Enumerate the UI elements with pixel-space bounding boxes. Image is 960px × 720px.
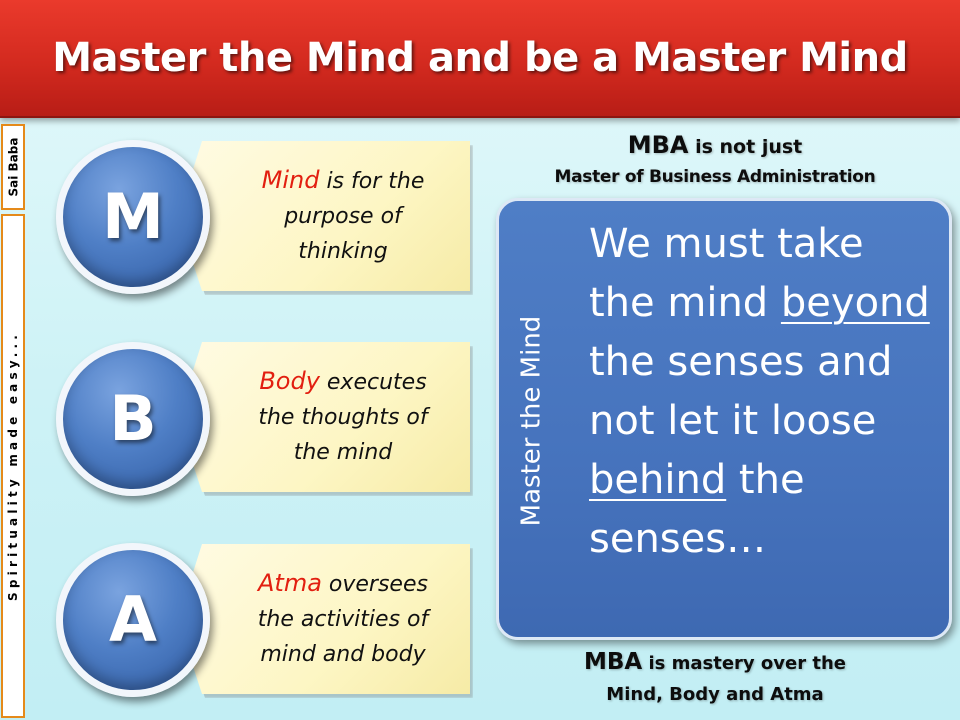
card-b-text: Body executes the thoughts of the mind <box>234 342 452 492</box>
letter-circle-m: M <box>56 140 210 294</box>
card-m: Mind is for the purpose of thinking <box>178 141 470 291</box>
mba-heading-bottom-rest: is mastery over the <box>642 653 847 674</box>
side-label-bottom-text: Spirituality made easy... <box>6 331 20 601</box>
quote-text: We must take the mind beyond the senses … <box>589 215 941 569</box>
mba-heading-bottom: MBA is mastery over the Mind, Body and A… <box>500 646 930 710</box>
page-title: Master the Mind and be a Master Mind <box>52 35 908 81</box>
mba-heading-top-rest: is not just <box>688 136 803 158</box>
quote-part3: the senses… <box>589 457 805 562</box>
mba-heading-bottom-line1: MBA is mastery over the <box>500 646 930 680</box>
card-a: Atma oversees the activities of mind and… <box>178 544 470 694</box>
keyword-body: Body <box>259 367 320 395</box>
title-banner: Master the Mind and be a Master Mind <box>0 0 960 118</box>
mba-heading-top: MBA is not just Master of Business Admin… <box>500 128 930 190</box>
quote-part2: the senses and not let it loose <box>589 339 893 444</box>
card-b-line2: the thoughts of <box>258 405 428 430</box>
card-m-line1: is for the <box>319 169 425 194</box>
mba-abbr-bottom: MBA <box>583 649 643 675</box>
card-b-line1: executes <box>319 370 427 395</box>
quote-panel: Master the Mind We must take the mind be… <box>496 198 952 640</box>
letter-circle-a: A <box>56 543 210 697</box>
panel-side-label: Master the Mind <box>505 211 557 631</box>
keyword-atma: Atma <box>258 569 322 597</box>
quote-part1: We must take the mind <box>589 221 864 326</box>
mba-heading-top-line1: MBA is not just <box>500 128 930 164</box>
quote-underline-beyond: beyond <box>780 280 930 326</box>
panel-side-label-text: Master the Mind <box>516 315 547 527</box>
letter-a: A <box>109 583 157 656</box>
letter-m: M <box>102 180 164 253</box>
side-label-bottom: Spirituality made easy... <box>1 214 25 718</box>
mba-abbr-top: MBA <box>627 131 689 159</box>
card-b-line3: the mind <box>293 440 393 465</box>
card-m-line2: purpose of <box>284 204 402 229</box>
letter-b: B <box>109 382 157 455</box>
card-a-text: Atma oversees the activities of mind and… <box>234 544 452 694</box>
card-m-text: Mind is for the purpose of thinking <box>234 141 452 291</box>
side-label-top: Sai Baba <box>1 124 25 210</box>
keyword-mind: Mind <box>261 166 320 194</box>
card-a-line3: mind and body <box>260 642 426 667</box>
card-b: Body executes the thoughts of the mind <box>178 342 470 492</box>
letter-circle-b: B <box>56 342 210 496</box>
card-a-line1: oversees <box>321 572 428 597</box>
card-a-line2: the activities of <box>257 607 429 632</box>
quote-underline-behind: behind <box>589 457 727 503</box>
side-label-top-text: Sai Baba <box>6 137 20 197</box>
mba-heading-top-line2: Master of Business Administration <box>554 167 876 187</box>
mba-heading-bottom-line2: Mind, Body and Atma <box>606 684 824 705</box>
card-m-line3: thinking <box>298 239 388 264</box>
